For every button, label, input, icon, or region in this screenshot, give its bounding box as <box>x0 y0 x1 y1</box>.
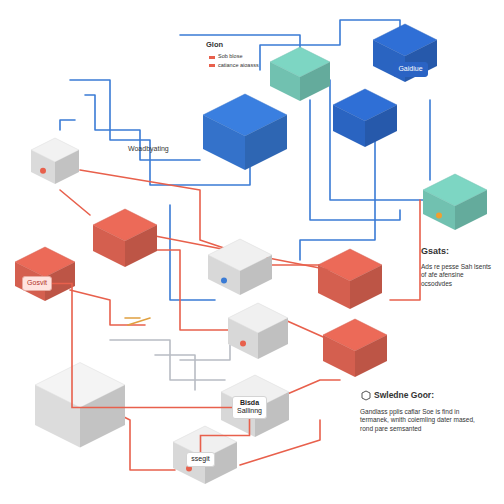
note-text: Glon <box>206 40 223 50</box>
box-text: Bisda <box>237 399 262 407</box>
box-text: Sallinng <box>237 407 262 415</box>
cube-icon <box>436 213 442 219</box>
connector <box>201 419 250 452</box>
note-text: Ads re pesse Sah lsents of afe afensine … <box>421 263 493 288</box>
blue-wire <box>300 140 375 260</box>
cube-icon <box>40 168 46 174</box>
blue-wire <box>70 80 250 185</box>
cube-face <box>258 318 288 359</box>
blue-wire <box>60 120 75 130</box>
note-text: Sob blose <box>218 53 242 60</box>
cube-face <box>365 105 397 147</box>
blue-wire <box>330 80 440 200</box>
cube-face <box>355 335 387 377</box>
red-wire <box>150 235 330 270</box>
cube-face <box>300 62 330 101</box>
note-text: catiance aioasss <box>218 62 278 69</box>
blue-wire <box>170 205 215 300</box>
blue-wire <box>310 100 400 220</box>
cube-icon <box>221 278 227 284</box>
cube-face <box>423 190 455 230</box>
section-heading: Swledne Goor: <box>374 390 434 401</box>
cube-face <box>333 105 365 147</box>
cube-face <box>318 265 350 309</box>
bullet <box>209 64 215 67</box>
note-text: Woadbyating <box>128 144 169 153</box>
hex-icon <box>362 391 370 400</box>
cube-face <box>245 115 287 170</box>
cube-face <box>208 255 240 295</box>
red-wire <box>285 380 340 395</box>
box-text: Gaidiue <box>398 65 423 73</box>
process-box: Gaidiue <box>393 62 428 77</box>
cube-face <box>240 255 272 295</box>
cube-face <box>270 62 300 101</box>
cube-face <box>80 385 125 448</box>
cube-face <box>125 225 157 267</box>
cube-face <box>203 115 245 170</box>
red-wire <box>70 290 145 325</box>
blue-wire <box>85 95 200 160</box>
box-text: ssegit <box>191 455 210 463</box>
cube-face <box>55 150 79 184</box>
process-box: Gosvit <box>22 276 52 291</box>
spark <box>125 318 150 325</box>
cube-face <box>31 150 55 184</box>
cube-face <box>93 225 125 267</box>
cube-face <box>228 318 258 359</box>
cube-face <box>35 385 80 448</box>
cube-face <box>455 190 487 230</box>
red-wire <box>60 190 90 215</box>
cube-icon <box>240 340 246 346</box>
red-wire <box>270 264 320 266</box>
cube-face <box>323 335 355 377</box>
bullet <box>209 56 215 59</box>
blue-wire <box>429 100 431 180</box>
section-heading: Gsats: <box>421 246 449 258</box>
cube-face <box>350 265 382 309</box>
red-wire <box>390 200 420 300</box>
process-box: BisdaSallinng <box>232 396 267 419</box>
box-text: Gosvit <box>27 279 47 287</box>
grey-wire <box>180 345 230 360</box>
connector <box>52 284 232 408</box>
note-text: Gandlass pplis caflar Soe is find in ter… <box>360 408 475 433</box>
process-box: ssegit <box>186 452 215 467</box>
